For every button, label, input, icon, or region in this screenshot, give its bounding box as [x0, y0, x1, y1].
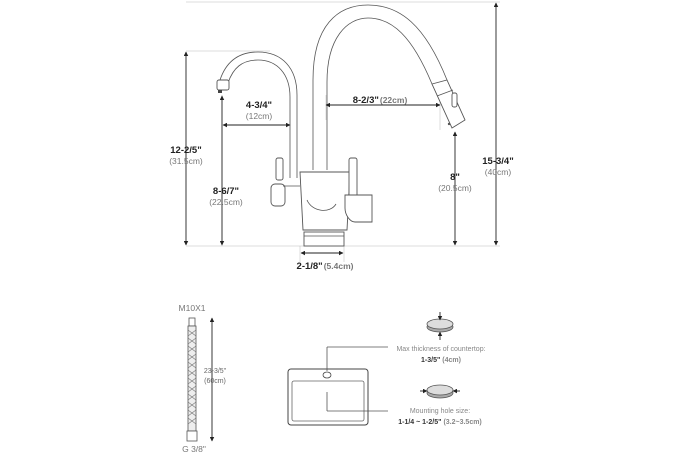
- mounting-hole: [322, 371, 332, 379]
- spout-reach-label: 8-2/3"(22cm): [353, 95, 408, 106]
- mounting-hole-icon: [420, 384, 460, 399]
- countertop-label: Max thickness of countertop:: [396, 346, 485, 353]
- filter-reach-imperial: 4-3/4": [246, 100, 272, 111]
- faucet-drawing: [216, 4, 466, 247]
- main-spout-outline: [312, 4, 448, 170]
- sink-installation: Max thickness of countertop: 1-3/5"(4cm)…: [287, 312, 486, 426]
- sink-inner: [291, 380, 365, 422]
- countertop-thickness-icon: [426, 312, 454, 340]
- filter-spout-outline: [219, 51, 298, 178]
- faucet-base: [303, 231, 345, 247]
- spray-head: [431, 79, 466, 129]
- total-height-imperial: 15-3/4": [482, 156, 513, 167]
- main-spout-inner: [326, 17, 433, 170]
- filter-outlet-height-imperial: 8-6/7": [213, 186, 239, 197]
- hose-length-metric: (60cm): [204, 378, 226, 385]
- hose-bottom-thread: G 3/8": [182, 444, 206, 454]
- filter-handle: [275, 157, 284, 181]
- hose-top-thread: M10X1: [179, 303, 206, 313]
- spout-outlet-height-imperial: 8": [450, 172, 460, 183]
- dimension-arrows: [183, 2, 499, 256]
- filter-reach-metric: (12cm): [246, 111, 273, 121]
- hole-label: Mounting hole size:: [410, 408, 470, 415]
- faucet-body: [299, 171, 351, 231]
- filter-spout-inner: [227, 59, 291, 178]
- filter-outlet-height-metric: (22.5cm): [209, 197, 243, 207]
- filter-outlet: [216, 79, 230, 91]
- filter-height-metric: (31.5cm): [169, 156, 203, 166]
- braided-hose: M10X1 G 3/8" 23-3/5" (60cm): [179, 303, 227, 454]
- filter-height-imperial: 12-2/5": [170, 145, 201, 156]
- hole-value: 1-1/4 ~ 1-2/5"(3.2~3.5cm): [398, 419, 482, 426]
- total-height-metric: (40cm): [485, 167, 512, 177]
- spout-outlet-height-metric: (20.5cm): [438, 183, 472, 193]
- dimension-labels: 8-2/3"(22cm) 4-3/4" (12cm) 15-3/4" (40cm…: [169, 95, 514, 272]
- main-handle: [348, 157, 358, 199]
- countertop-value: 1-3/5"(4cm): [421, 357, 461, 364]
- hose-length-imperial: 23-3/5": [204, 368, 227, 375]
- base-diameter-label: 2-1/8"(5.4cm): [297, 261, 354, 272]
